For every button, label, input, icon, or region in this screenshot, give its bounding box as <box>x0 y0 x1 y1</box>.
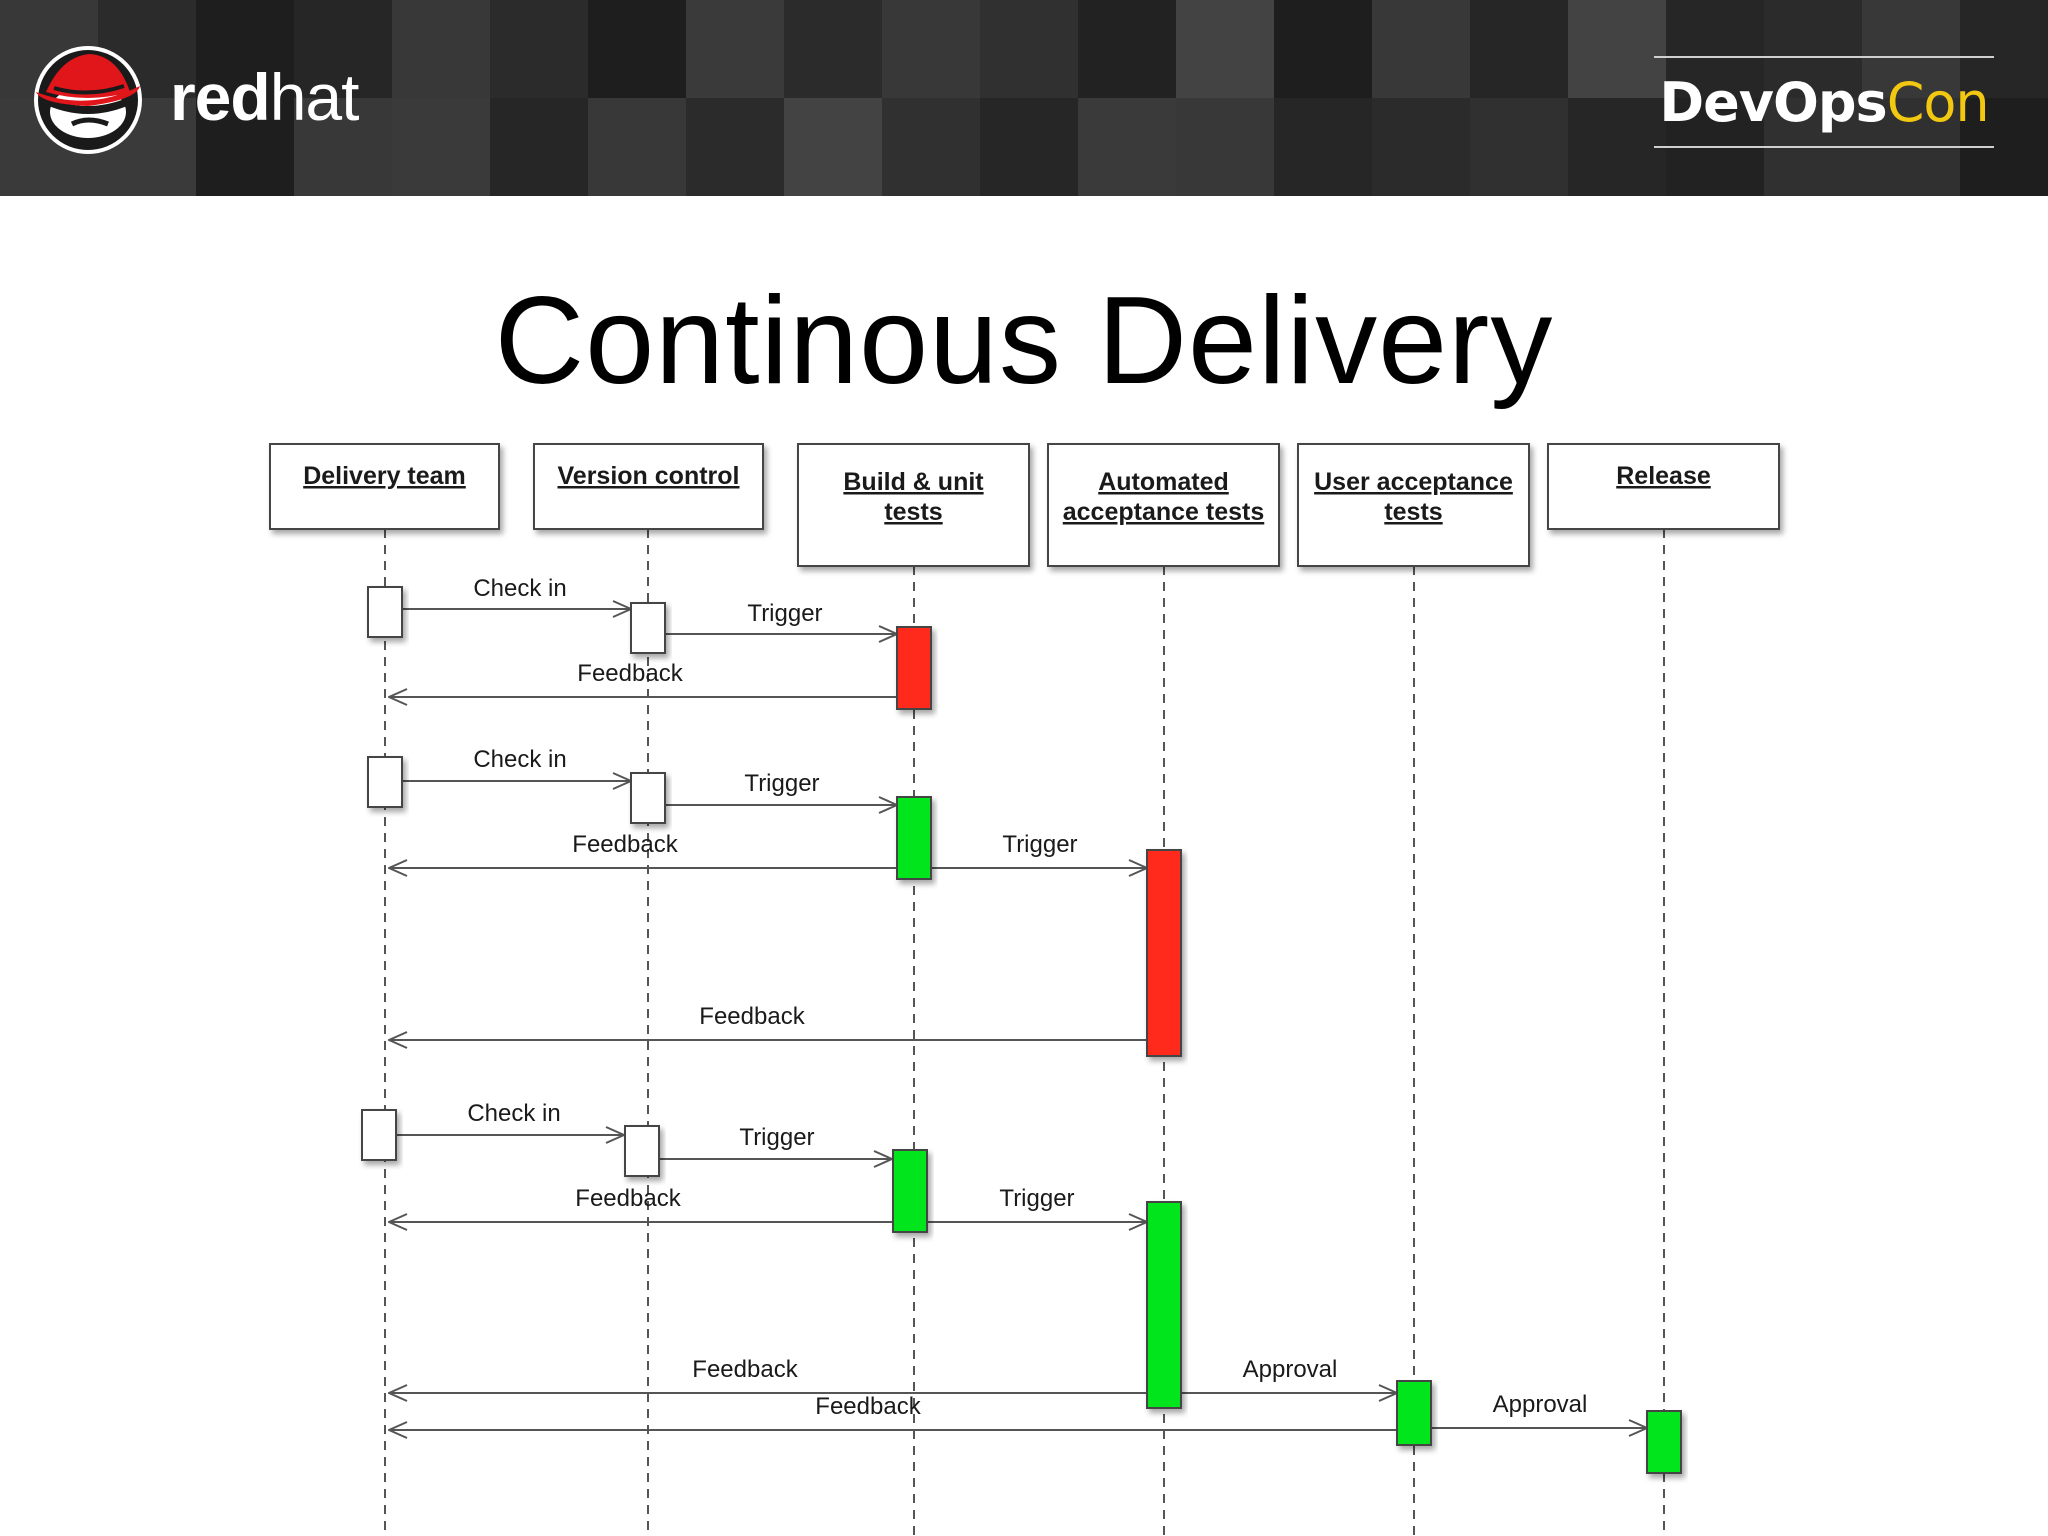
lane-box <box>269 443 500 530</box>
message-label: Check in <box>473 575 566 602</box>
message-label: Trigger <box>739 1124 814 1151</box>
checker-cell <box>1372 0 1470 98</box>
message-label: Check in <box>467 1100 560 1127</box>
message-label: Trigger <box>1002 831 1077 858</box>
activation-bar <box>361 1109 397 1161</box>
activation-bar <box>896 626 932 710</box>
checker-cell <box>490 98 588 196</box>
checker-cell <box>784 0 882 98</box>
checker-cell <box>1960 0 2048 98</box>
checker-cell <box>1666 0 1764 98</box>
message-label: Feedback <box>815 1393 921 1420</box>
checker-cell <box>490 0 588 98</box>
activation-bar <box>367 756 403 808</box>
message-label: Feedback <box>699 1003 805 1030</box>
slide-title: Continous Delivery <box>494 272 1554 410</box>
shadowman-logo-icon <box>34 46 142 154</box>
checker-cell <box>1078 0 1176 98</box>
activation-bar <box>1646 1410 1682 1474</box>
activation-bar <box>1146 1201 1182 1409</box>
lane-label: Build & unit <box>843 468 984 496</box>
checker-cell <box>1078 98 1176 196</box>
checker-cell <box>196 98 294 196</box>
activation-bar <box>1146 849 1182 1057</box>
activation-bar <box>630 602 666 654</box>
checker-cell <box>1470 0 1568 98</box>
checker-cell <box>882 0 980 98</box>
devopscon-dev: DevOps <box>1659 70 1887 134</box>
checker-cell <box>686 98 784 196</box>
lane-label: Version control <box>558 462 740 490</box>
activation-bar <box>896 796 932 880</box>
checker-cell <box>588 98 686 196</box>
activation-bar <box>367 586 403 638</box>
checker-cell <box>1764 0 1862 98</box>
message-label: Approval <box>1493 1391 1588 1418</box>
checker-cell <box>392 0 490 98</box>
message-label: Trigger <box>747 600 822 627</box>
checker-cell <box>1274 0 1372 98</box>
checker-cell <box>588 0 686 98</box>
checker-cell <box>1568 98 1666 196</box>
checker-cell <box>980 0 1078 98</box>
checker-cell <box>1372 98 1470 196</box>
lane-label: Automated <box>1098 468 1229 496</box>
lane-label: tests <box>884 498 942 526</box>
redhat-wordmark: redhat <box>170 59 359 134</box>
message-label: Feedback <box>577 660 683 687</box>
checker-cell <box>294 98 392 196</box>
activation-bar <box>892 1149 928 1233</box>
checker-cell <box>392 98 490 196</box>
lane-box <box>1547 443 1780 530</box>
lane-label: acceptance tests <box>1063 498 1265 526</box>
devopscon-con: Con <box>1886 70 1990 134</box>
message-label: Trigger <box>999 1185 1074 1212</box>
lane-label: tests <box>1384 498 1442 526</box>
lane-label: Delivery team <box>303 462 466 490</box>
lane-box <box>797 443 1030 567</box>
message-label: Feedback <box>692 1356 798 1383</box>
checker-cell <box>882 98 980 196</box>
lane-box <box>1047 443 1280 567</box>
checker-cell <box>1470 98 1568 196</box>
message-label: Feedback <box>572 831 678 858</box>
lane-box <box>533 443 764 530</box>
activation-bar <box>630 772 666 824</box>
checker-cell <box>1274 98 1372 196</box>
activation-bar <box>624 1125 660 1177</box>
message-label: Approval <box>1243 1356 1338 1383</box>
message-label: Check in <box>473 746 566 773</box>
checker-cell <box>1862 0 1960 98</box>
lane-label: Release <box>1616 462 1711 490</box>
message-label: Trigger <box>744 770 819 797</box>
message-label: Feedback <box>575 1185 681 1212</box>
lane-box <box>1297 443 1530 567</box>
checker-cell <box>980 98 1078 196</box>
checker-cell <box>784 98 882 196</box>
checker-cell <box>294 0 392 98</box>
checker-cell <box>686 0 784 98</box>
activation-bar <box>1396 1380 1432 1446</box>
checker-cell <box>1568 0 1666 98</box>
checker-cell <box>1176 98 1274 196</box>
checker-cell <box>196 0 294 98</box>
lane-label: User acceptance <box>1314 468 1513 496</box>
checker-cell <box>1176 0 1274 98</box>
redhat-brand: redhat <box>32 42 359 157</box>
